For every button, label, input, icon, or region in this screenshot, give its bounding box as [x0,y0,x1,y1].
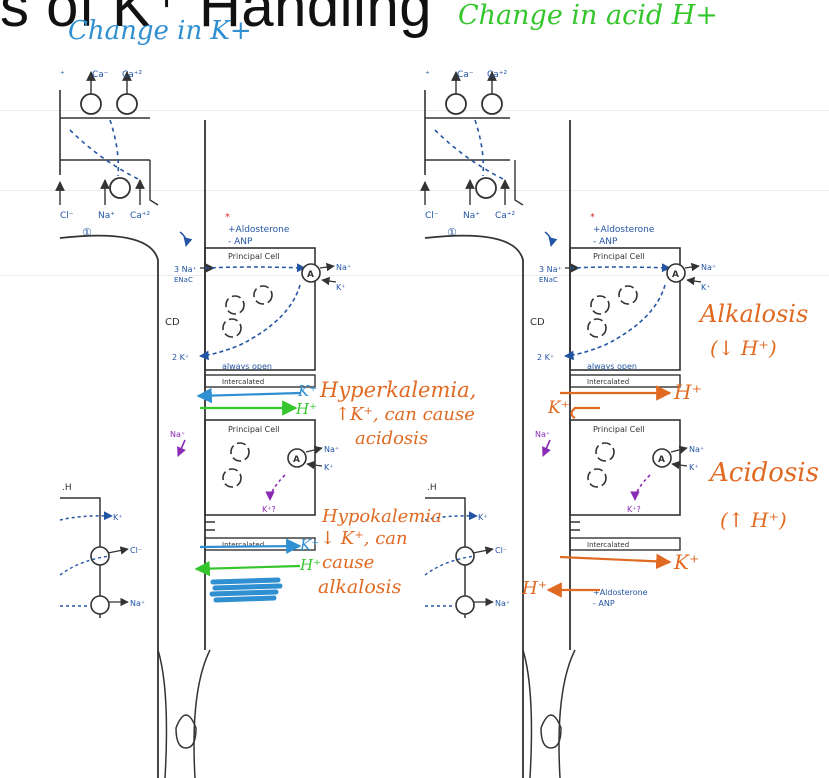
svg-text:⁺: ⁺ [425,70,430,80]
k-q-label: K⁺? [627,505,641,514]
ion-cl: Cl⁻ [425,211,439,221]
k2-label: 2 K⁺ [172,353,189,362]
na-label: Na⁺ [701,263,716,272]
principal-cell-label: Principal Cell [593,252,645,261]
principal-cell-label: Principal Cell [228,252,280,261]
svg-text:*: * [590,212,595,223]
cl-label: Cl⁻ [130,546,142,555]
right-panel: ⁺ Ca⁻ Ca⁺² Cl⁻ Na⁺ Ca⁺² ① CD * +Aldoster… [420,70,716,778]
step-number: ① [447,226,457,239]
always-open-label: always open [587,362,637,371]
principal-cell-label: Principal Cell [228,425,280,434]
hyperkalemia-line3: acidosis [355,428,429,449]
left-header: Change in K+ [68,16,252,46]
acidosis-sub: (↑ H⁺) [720,508,787,532]
k-q-label: K⁺? [262,505,276,514]
annot-k-left: K⁺ [298,382,318,400]
ion-ca: Ca⁻ [457,70,474,80]
svg-text:⁺: ⁺ [60,70,65,80]
pump-label: A [307,270,314,280]
anp-label: - ANP [593,599,615,608]
hyperkalemia-title: Hyperkalemia, [320,378,477,402]
cl-label: Cl⁻ [495,546,507,555]
h-label: .H [427,483,437,493]
slide-title: s of K⁺ Handling [0,0,432,39]
left-annotation-arrows [194,387,302,577]
hypokalemia-line4: alkalosis [318,576,402,598]
annot-h-left-2: H⁺ [300,556,321,574]
duct-label: CD [530,317,545,328]
annot-k-right-2: K⁺ [674,550,700,574]
slide-band [0,275,829,276]
right-header: Change in acid H+ [458,0,718,31]
scribble-mark [209,577,283,603]
annot-h-left: H⁺ [296,400,317,418]
principal-cell-label: Principal Cell [593,425,645,434]
annot-h-right-2: H⁺ [522,578,548,599]
alkalosis-label: Alkalosis [700,300,809,328]
pump-label: A [293,455,300,465]
aldosterone-label: +Aldosterone [593,588,648,597]
intercalated-label: Intercalated [587,541,629,549]
ion-na: Na⁺ [463,211,480,221]
anp-label: - ANP [593,237,618,247]
annot-k-left-2: K⁺ [300,536,320,554]
alkalosis-sub: (↓ H⁺) [710,336,777,360]
hypokalemia-line3: cause [322,552,375,573]
intercalated-label: Intercalated [587,378,629,386]
ion-ca2: Ca⁺² [495,211,516,221]
na-label: Na⁺ [495,599,510,608]
k2-label: 2 K⁺ [537,353,554,362]
slide-band [0,190,829,191]
annot-h-right: H⁺ [674,380,702,404]
svg-text:*: * [225,212,230,223]
intercalated-label: Intercalated [222,378,264,386]
na-3-label: 3 Na⁺ [539,265,562,274]
k-label: K⁺ [689,463,698,472]
hypokalemia-title: Hypokalemia [322,506,442,527]
acidosis-label: Acidosis [710,458,819,488]
anp-label: - ANP [228,237,253,247]
hyperkalemia-line2: ↑K⁺, can cause [335,404,475,425]
na-label: Na⁺ [130,599,145,608]
k-label: K⁺ [701,283,710,292]
aldosterone-label: +Aldosterone [228,225,290,235]
na-label: Na⁺ [336,263,351,272]
k-label: K⁺ [478,513,487,522]
annot-k-right: K⁺ [548,398,570,418]
pump-label: A [672,270,679,280]
h-label: .H [62,483,72,493]
duct-label: CD [165,317,180,328]
hypokalemia-line2: ↓ K⁺, can [320,528,408,549]
k-label: K⁺ [324,463,333,472]
na-3-label: 3 Na⁺ [174,265,197,274]
ion-ca2: Ca⁺² [130,211,151,221]
aldosterone-label: +Aldosterone [593,225,655,235]
ion-na: Na⁺ [98,211,115,221]
k-label: K⁺ [336,283,345,292]
enac-label: ENaC [539,276,558,284]
step-number: ① [82,226,92,239]
ion-ca2: Ca⁺² [487,70,508,80]
k-label: K⁺ [113,513,122,522]
slide-band [0,110,829,111]
left-panel: ⁺ Ca⁻ Ca⁺² Cl⁻ Na⁺ Ca⁺² ① CD * +Aldoster… [55,70,351,778]
na-label: Na⁺ [324,445,339,454]
ion-ca: Ca⁻ [92,70,109,80]
na-label: Na⁺ [689,445,704,454]
right-annotation-arrows [546,385,672,598]
always-open-label: always open [222,362,272,371]
pump-label: A [658,455,665,465]
na-label: Na⁺ [535,430,550,439]
na-label: Na⁺ [170,430,185,439]
ion-ca2: Ca⁺² [122,70,143,80]
intercalated-label: Intercalated [222,541,264,549]
enac-label: ENaC [174,276,193,284]
ion-cl: Cl⁻ [60,211,74,221]
